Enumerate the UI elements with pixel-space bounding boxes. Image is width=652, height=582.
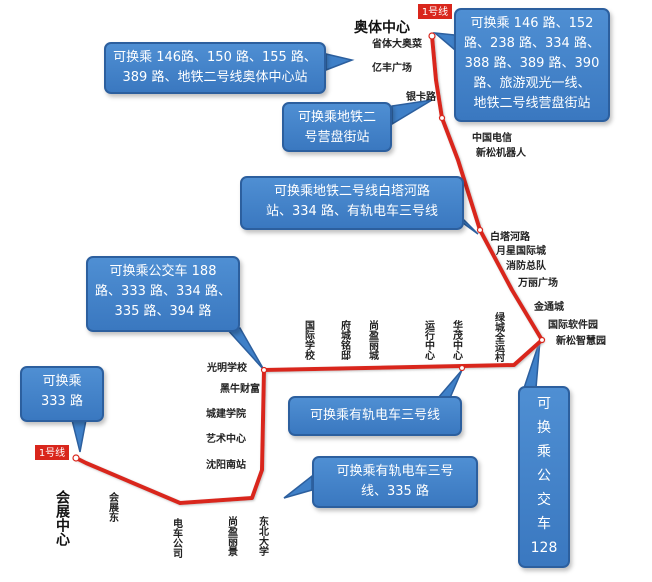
transfer-callout-guangming: 可换乘公交车 188 路、333 路、334 路、 335 路、394 路 [86, 256, 240, 332]
station-label: 黑牛财富 [220, 382, 260, 395]
station-label: 会展东 [107, 491, 119, 523]
station-label: 尚盈丽景 [226, 515, 239, 557]
stop-marker [260, 366, 268, 374]
callout-line: 地铁二号线营盘街站 [473, 96, 591, 111]
callout-line: 可换乘 146 路、152 [470, 16, 594, 31]
transfer-callout-ao-ti: 可换乘 146路、150 路、155 路、 389 路、地铁二号线奥体中心站 [104, 42, 326, 94]
terminal-north: 奥体中心 [354, 19, 410, 36]
station-label: 尚盈丽城 [367, 319, 380, 361]
callout-line: 号营盘街站 [304, 130, 370, 145]
station-label: 亿丰广场 [372, 61, 412, 74]
line-badge-south: 1号线 [35, 445, 69, 460]
callout-line: 路、333 路、334 路、 [95, 284, 231, 299]
line-badge-label: 1号线 [39, 446, 65, 459]
station-label: 国际学校 [303, 320, 315, 361]
callout-line: 333 路 [41, 394, 83, 409]
pointer-c3 [391, 99, 433, 126]
callout-line: 交 [537, 492, 551, 508]
callout-line: 乘 [537, 444, 551, 460]
station-label: 沈阳南站 [206, 458, 246, 471]
transfer-callout-huamao: 可换乘有轨电车三号线 [288, 396, 462, 436]
station-label: 绿城全运村 [493, 311, 506, 363]
transfer-callout-software-park: 可 换 乘 公 交 车 128 [518, 386, 570, 568]
pointer-c6 [71, 419, 87, 453]
station-label: 银卡路 [406, 90, 437, 103]
station-label: 艺术中心 [206, 432, 246, 445]
stop-marker [438, 114, 446, 122]
transfer-callout-baitahe: 可换乘地铁二号线白塔河路 站、334 路、有轨电车三号线 [240, 176, 464, 230]
stop-marker [428, 32, 436, 40]
station-label: 东北大学 [257, 515, 269, 557]
stop-markers [72, 32, 546, 462]
station-label: 中国电信 [472, 131, 512, 144]
pointer-c2 [432, 32, 456, 52]
callout-line: 可换乘地铁二号线白塔河路 [273, 184, 430, 199]
line-badge-north: 1号线 [418, 4, 452, 19]
callout-line: 128 [530, 540, 558, 556]
callout-line: 可 [537, 396, 551, 412]
station-label: 月星国际城 [495, 244, 546, 257]
stop-marker [72, 454, 80, 462]
pointer-c1 [325, 53, 355, 72]
station-label: 金通城 [533, 300, 564, 313]
callout-line: 换 [537, 420, 551, 436]
terminal-south: 会展中心 [54, 489, 70, 547]
callout-line: 站、334 路、有轨电车三号线 [266, 204, 438, 219]
callout-line: 车 [537, 516, 551, 532]
callout-line: 388 路、389 路、390 [464, 56, 600, 71]
transfer-callout-huizhan: 可换乘 333 路 [20, 366, 104, 422]
station-label: 新松机器人 [476, 146, 527, 159]
callout-line: 389 路、地铁二号线奥体中心站 [122, 70, 308, 85]
pointer-c8 [283, 474, 313, 499]
stop-marker [476, 226, 484, 234]
station-label: 国际软件园 [548, 318, 598, 331]
station-label: 消防总队 [506, 259, 547, 272]
station-label: 省体大奥菜 [371, 37, 423, 50]
station-label: 运行中心 [423, 320, 436, 360]
station-label: 白塔河路 [490, 230, 531, 243]
callout-line: 线、335 路 [361, 484, 429, 499]
callout-line: 路、旅游观光一线、 [473, 76, 591, 91]
pointer-c7 [436, 369, 463, 399]
callout-line: 可换乘地铁二 [297, 110, 376, 125]
callout-line: 可换乘公交车 188 [109, 264, 217, 279]
station-label: 城建学院 [206, 407, 246, 420]
stop-marker [458, 364, 466, 372]
callout-line: 可换乘有轨电车三号线 [309, 408, 440, 423]
route-line [74, 34, 544, 505]
station-label: 光明学校 [206, 361, 248, 374]
callout-line: 可换乘 [42, 374, 82, 389]
transfer-callout-metro-line2: 可换乘地铁二 号营盘街站 [282, 102, 392, 152]
station-label: 电车公司 [171, 517, 183, 559]
station-label: 新松智慧园 [556, 334, 606, 347]
transfer-callout-dongbei-daxue: 可换乘有轨电车三号 线、335 路 [312, 456, 478, 508]
stop-marker [538, 336, 546, 344]
station-label: 府城铭邸 [339, 319, 351, 361]
transfer-callout-yingpanjie: 可换乘 146 路、152 路、238 路、334 路、 388 路、389 路… [454, 8, 610, 122]
callout-line: 公 [537, 468, 551, 484]
station-label: 华茂中心 [451, 319, 463, 360]
callout-line: 可换乘有轨电车三号 [336, 464, 454, 479]
callout-line: 可换乘 146路、150 路、155 路、 [113, 50, 317, 65]
station-label: 万丽广场 [517, 276, 558, 289]
callout-line: 335 路、394 路 [114, 304, 212, 319]
callout-line: 路、238 路、334 路、 [464, 36, 600, 51]
line-badge-label: 1号线 [422, 5, 448, 18]
